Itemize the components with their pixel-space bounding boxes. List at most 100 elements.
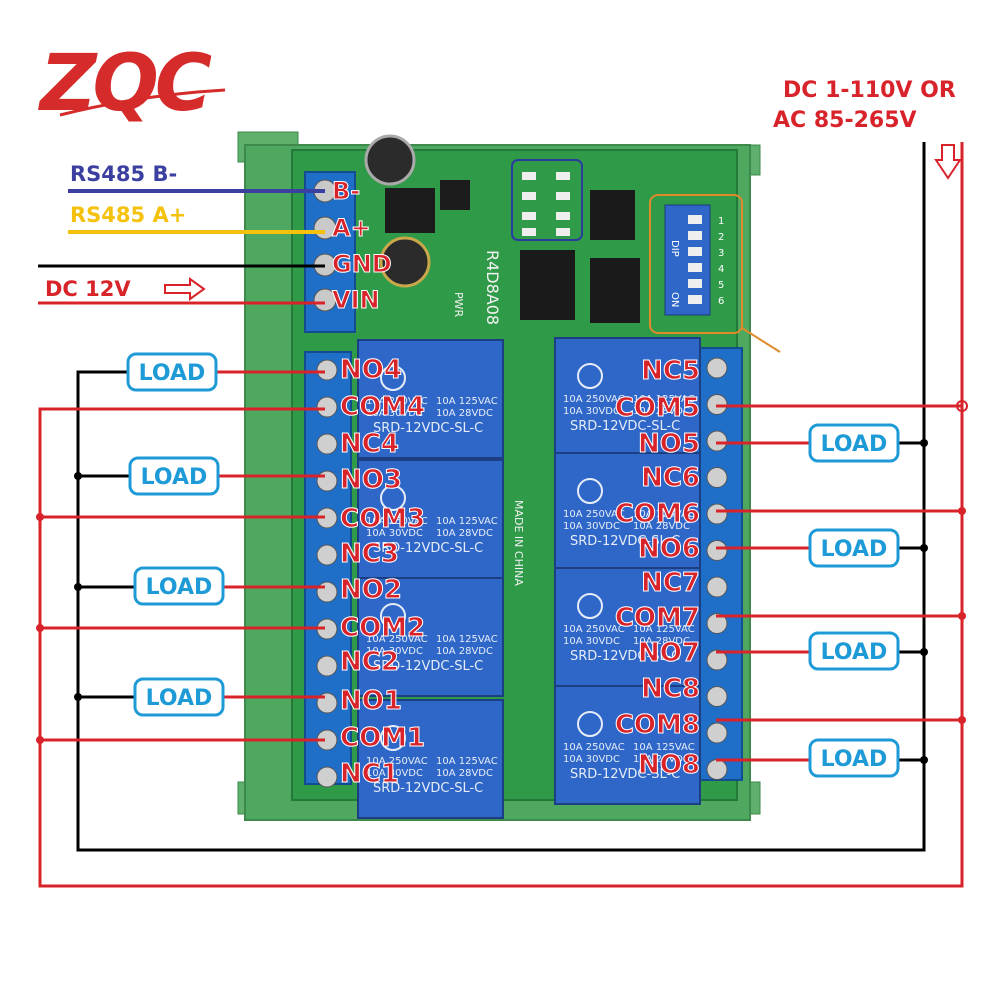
- left-branches: [36, 370, 325, 744]
- input-terminal-label: VIN: [332, 286, 380, 314]
- wire-outer-black: [76, 142, 926, 852]
- terminal-screw[interactable]: [316, 766, 338, 788]
- led: [522, 228, 536, 236]
- terminal-screw[interactable]: [316, 655, 338, 677]
- right-terminal-label: NC6: [641, 463, 700, 493]
- load-box: LOAD: [808, 423, 900, 463]
- junction: [36, 736, 44, 744]
- dip-toggle[interactable]: [688, 215, 702, 224]
- dip-number: 2: [718, 232, 724, 243]
- relay-rating: 10A 250VAC: [366, 516, 428, 527]
- left-terminal-label: NC1: [340, 759, 399, 789]
- capacitor-top: [364, 134, 416, 186]
- relay-cert-icon: [380, 485, 406, 511]
- load-box-frame: [808, 423, 900, 463]
- label-rs485-b: RS485 B-: [70, 162, 177, 186]
- terminal-screw[interactable]: [706, 467, 728, 488]
- relay-rating: 10A 30VDC: [366, 768, 423, 779]
- ic-3: [590, 190, 635, 240]
- dip-number: 6: [718, 296, 724, 307]
- load-box-frame: [808, 631, 900, 671]
- small-chip: [440, 180, 470, 210]
- terminal-screw[interactable]: [706, 649, 728, 671]
- terminal-screw[interactable]: [316, 433, 338, 455]
- right-terminal-label: NC7: [641, 568, 700, 598]
- left-terminal-label: NO3: [340, 465, 402, 495]
- relay-model: SRD-12VDC-SL-C: [373, 421, 483, 436]
- junction: [958, 612, 966, 620]
- relay-rating: 10A 125VAC: [633, 509, 695, 520]
- terminal-screw[interactable]: [706, 357, 728, 379]
- terminal-screw[interactable]: [316, 470, 338, 492]
- dip-toggle[interactable]: [688, 231, 702, 240]
- right-terminal-label: NO6: [638, 534, 700, 564]
- dip-toggle[interactable]: [688, 247, 702, 256]
- dc12v-arrow-icon: [164, 277, 206, 301]
- right-terminal-label: COM8: [615, 710, 700, 740]
- dip-on-label: ON: [669, 292, 680, 307]
- led: [556, 192, 570, 200]
- relay-cert-icon: [577, 478, 603, 504]
- terminal-screw[interactable]: [706, 430, 728, 452]
- relay-cert-icon: [577, 593, 603, 619]
- terminal-screw[interactable]: [316, 544, 338, 566]
- dip-switch-highlight: [649, 194, 743, 334]
- left-terminal-label: COM4: [340, 392, 425, 422]
- made-in-label: MADE IN CHINA: [512, 500, 525, 586]
- right-terminal-label: NO7: [638, 638, 700, 668]
- dip-number: 3: [718, 248, 724, 259]
- input-terminal-label: B-: [332, 177, 360, 205]
- terminal-screw[interactable]: [706, 722, 728, 744]
- load-box-frame: [808, 528, 900, 568]
- input-screws: [313, 179, 337, 312]
- load-box: LOAD: [808, 738, 900, 778]
- right-branches: [716, 400, 968, 764]
- left-terminal-label: NC2: [340, 647, 399, 677]
- relay-rating: 10A 250VAC: [563, 742, 625, 753]
- ic-1: [520, 250, 575, 320]
- dip-toggle[interactable]: [688, 279, 702, 288]
- terminal-screw[interactable]: [316, 581, 338, 603]
- relay-board: R4D8A08 PWR MADE IN CHINA DIP ON 123456 …: [237, 131, 781, 821]
- relay-model: SRD-12VDC-SL-C: [570, 534, 680, 549]
- status-leds: [522, 172, 570, 236]
- relay-rating: 10A 250VAC: [366, 634, 428, 645]
- left-terminal-label: NO1: [340, 686, 402, 716]
- relay-body: [554, 337, 701, 457]
- dip-toggle[interactable]: [688, 295, 702, 304]
- dip-number: 4: [718, 264, 724, 275]
- terminal-screw[interactable]: [316, 396, 338, 418]
- relay-rating: 10A 30VDC: [366, 646, 423, 657]
- load-box: LOAD: [133, 677, 225, 717]
- terminal-screw[interactable]: [706, 613, 728, 634]
- label-dc12v: DC 12V: [45, 277, 131, 301]
- load-label: LOAD: [821, 747, 888, 772]
- junction: [920, 648, 928, 656]
- left-terminal-label: COM3: [340, 504, 425, 534]
- relay-rating: 10A 250VAC: [563, 394, 625, 405]
- relay-body: [357, 459, 504, 579]
- relay-body: [554, 452, 701, 572]
- relay-body: [357, 577, 504, 697]
- power-input-arrow: [934, 144, 962, 180]
- terminal-screw[interactable]: [316, 359, 338, 381]
- relay-rating: 10A 30VDC: [563, 636, 620, 647]
- terminal-screw[interactable]: [706, 503, 728, 525]
- relay-rating: 10A 28VDC: [633, 636, 690, 647]
- terminal-screw[interactable]: [706, 576, 728, 598]
- load-box: LOAD: [808, 528, 900, 568]
- terminal-screw[interactable]: [706, 540, 728, 561]
- relay-rating: 10A 30VDC: [563, 754, 620, 765]
- terminal-screw[interactable]: [706, 759, 728, 780]
- dip-pointer: [741, 327, 781, 353]
- dip-toggle[interactable]: [688, 263, 702, 272]
- terminal-screw[interactable]: [706, 686, 728, 707]
